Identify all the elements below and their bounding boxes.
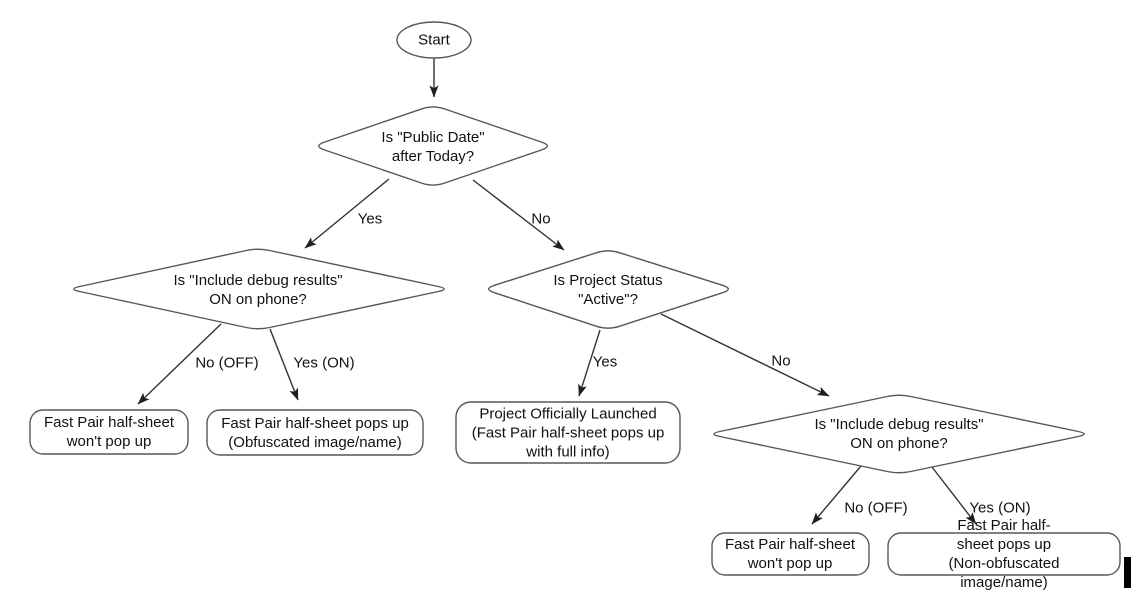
decision-project-status-label: Is Project Status "Active"? — [553, 272, 663, 308]
edge-label-project-status-no: No — [771, 352, 791, 370]
arrow-debug-right-no — [811, 465, 862, 525]
outcome-obfuscated-shape — [206, 409, 424, 456]
text-cursor — [1124, 557, 1131, 588]
decision-debug-right-label: Is "Include debug results" ON on phone? — [814, 416, 984, 452]
outcome-non-obfuscated-shape — [887, 532, 1121, 576]
outcome-no-popup-left-label: Fast Pair half-sheet won't pop up — [43, 414, 175, 450]
decision-public-date-label: Is "Public Date" after Today? — [381, 129, 485, 165]
decision-project-status-shape — [488, 250, 730, 329]
arrow-debug-right-yes — [931, 466, 977, 525]
outcome-non-obfuscated-label: Fast Pair half-sheet pops up (Non-obfusc… — [948, 517, 1060, 591]
arrow-project-status-no — [660, 313, 830, 397]
start-node-shape — [396, 21, 472, 59]
arrow-project-status-yes — [578, 329, 601, 397]
outcome-no-popup-left-shape — [29, 409, 189, 455]
edge-label-debug-right-yes: Yes (ON) — [969, 499, 1031, 517]
edge-label-public-date-no: No — [531, 210, 551, 228]
outcome-obfuscated-label: Fast Pair half-sheet pops up (Obfuscated… — [221, 415, 409, 451]
decision-debug-left-shape — [73, 248, 445, 330]
edge-label-debug-right-no: No (OFF) — [844, 499, 908, 517]
edge-label-public-date-yes: Yes — [357, 210, 383, 228]
outcome-launched-shape — [455, 401, 681, 464]
edge-label-debug-left-no: No (OFF) — [195, 354, 259, 372]
arrow-debug-left-yes — [269, 328, 299, 401]
decision-public-date-shape — [318, 106, 549, 186]
arrow-public-date-yes — [304, 178, 390, 249]
decision-debug-left-label: Is "Include debug results" ON on phone? — [173, 272, 343, 308]
arrow-debug-left-no — [137, 323, 222, 405]
outcome-no-popup-right-label: Fast Pair half-sheet won't pop up — [724, 536, 856, 572]
start-label: Start — [418, 31, 450, 49]
edge-label-project-status-yes: Yes — [592, 353, 618, 371]
edge-label-debug-left-yes: Yes (ON) — [293, 354, 355, 372]
outcome-no-popup-right-shape — [711, 532, 870, 576]
arrow-public-date-no — [472, 179, 565, 251]
outcome-launched-label: Project Officially Launched (Fast Pair h… — [471, 405, 665, 461]
decision-debug-right-shape — [713, 394, 1085, 474]
